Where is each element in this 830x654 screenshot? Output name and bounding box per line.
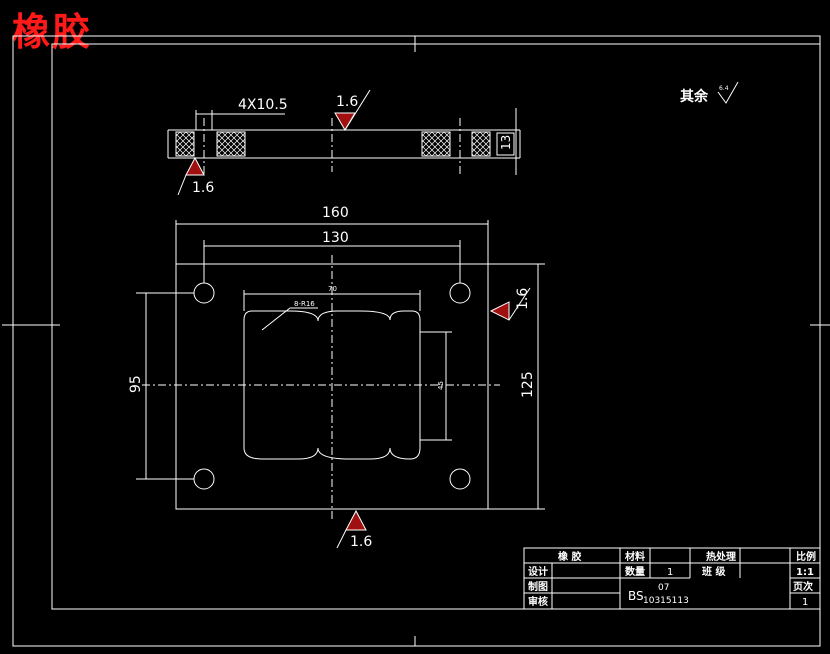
tb-class-label: 班 级 xyxy=(702,565,726,578)
roughness-label-left: 1.6 xyxy=(192,180,214,196)
tb-page-value: 1 xyxy=(802,597,808,608)
tb-design-label: 设计 xyxy=(528,565,548,578)
roughness-label-top: 1.6 xyxy=(336,94,358,110)
section-view xyxy=(167,108,521,175)
tb-review-label: 审核 xyxy=(528,595,548,608)
height-outer-dimension: 125 xyxy=(520,371,536,398)
width-outer-dimension: 160 xyxy=(322,205,349,221)
tb-student-id: 10315113 xyxy=(643,596,689,606)
roughness-note-icon xyxy=(717,81,739,104)
title-block xyxy=(523,547,821,610)
tb-page-label: 页次 xyxy=(793,580,813,593)
width-holes-dimension: 130 xyxy=(322,230,349,246)
tb-quantity-value: 1 xyxy=(667,567,673,578)
height-holes-dimension: 95 xyxy=(128,375,144,393)
tb-heat-label: 热处理 xyxy=(706,550,736,563)
drawing-title: 橡胶 xyxy=(12,9,93,54)
roughness-label-bottom: 1.6 xyxy=(350,534,372,550)
note-symbol: 6.4 xyxy=(719,85,729,92)
thickness-dimension: 13 xyxy=(499,135,513,150)
roughness-label-right: 1.6 xyxy=(515,288,531,310)
slot-width-dimension: 70 xyxy=(328,285,337,293)
tb-prefix: BS xyxy=(628,589,644,603)
tb-part-name: 橡 胶 xyxy=(558,550,581,563)
holes-dimension: 4X10.5 xyxy=(238,97,288,113)
tb-quantity-label: 数量 xyxy=(625,565,645,578)
radius-dimension: 8-R16 xyxy=(294,300,315,308)
slot-height-dimension: 45 xyxy=(437,381,445,390)
tb-drawing-label: 制图 xyxy=(528,580,548,593)
drawing-frame xyxy=(2,35,830,647)
tb-material-label: 材料 xyxy=(625,550,645,563)
tb-scale-value: 1:1 xyxy=(796,567,814,578)
roughness-symbols xyxy=(177,89,531,549)
note-text: 其余 xyxy=(680,88,709,105)
front-view xyxy=(136,220,545,520)
tb-scale-label: 比例 xyxy=(796,550,816,563)
tb-class-value: 07 xyxy=(658,583,669,593)
